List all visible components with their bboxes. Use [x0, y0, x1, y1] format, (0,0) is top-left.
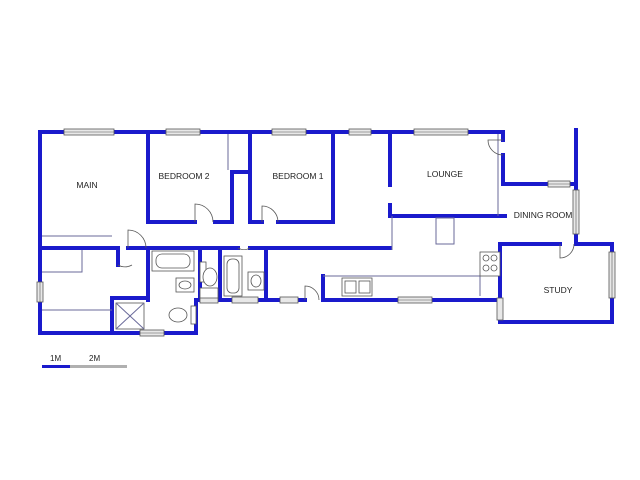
window-ensuite-left [36, 281, 44, 303]
room-labels: MAIN BEDROOM 2 BEDROOM 1 LOUNGE DINING R… [76, 169, 572, 295]
room-label-bedroom2: BEDROOM 2 [158, 171, 209, 181]
room-label-dining: DINING ROOM [514, 210, 573, 220]
window-dining-right [572, 189, 580, 235]
room-label-main: MAIN [76, 180, 97, 190]
toilet-1 [199, 261, 218, 287]
room-label-lounge: LOUNGE [427, 169, 463, 179]
door-bathroom [237, 247, 251, 250]
window-bathroom-bottom [199, 296, 299, 304]
window-bedroom1-top [271, 128, 307, 136]
basin-2 [247, 271, 265, 291]
scale-bar: 1M 2M [42, 354, 127, 368]
room-label-bedroom1: BEDROOM 1 [272, 171, 323, 181]
basin-3 [199, 287, 219, 299]
scale-segment-1 [42, 365, 70, 368]
window-passage-top [348, 128, 372, 136]
windows [36, 128, 616, 337]
door-lounge [487, 139, 504, 156]
window-main-top [63, 128, 115, 136]
window-kitchen-bottom [397, 296, 433, 304]
window-study-left [496, 297, 504, 321]
door-ensuite [117, 264, 133, 268]
door-kitchen [304, 285, 320, 301]
bathtub-1 [151, 250, 195, 272]
shower [115, 302, 145, 330]
door-main [127, 229, 147, 249]
door-study [559, 243, 575, 259]
toilet-2 [168, 305, 197, 325]
basin-1 [175, 277, 195, 293]
stove [479, 251, 501, 277]
window-bedroom2-top [165, 128, 201, 136]
window-lounge-top [413, 128, 469, 136]
walls [38, 128, 614, 335]
door-bedroom2 [194, 203, 214, 223]
scale-label-2m: 2M [89, 354, 100, 363]
scale-segment-2 [70, 365, 127, 368]
doors [117, 139, 575, 301]
room-label-study: STUDY [544, 285, 573, 295]
window-lounge-right [547, 180, 571, 188]
interior-lines [42, 134, 499, 311]
door-bedroom1 [261, 205, 279, 223]
window-shower-bottom [139, 329, 165, 337]
bathtub-2 [223, 255, 243, 297]
window-study-right [608, 251, 616, 299]
fixtures [115, 250, 501, 330]
scale-label-1m: 1M [50, 354, 61, 363]
kitchen-sink [341, 277, 373, 297]
